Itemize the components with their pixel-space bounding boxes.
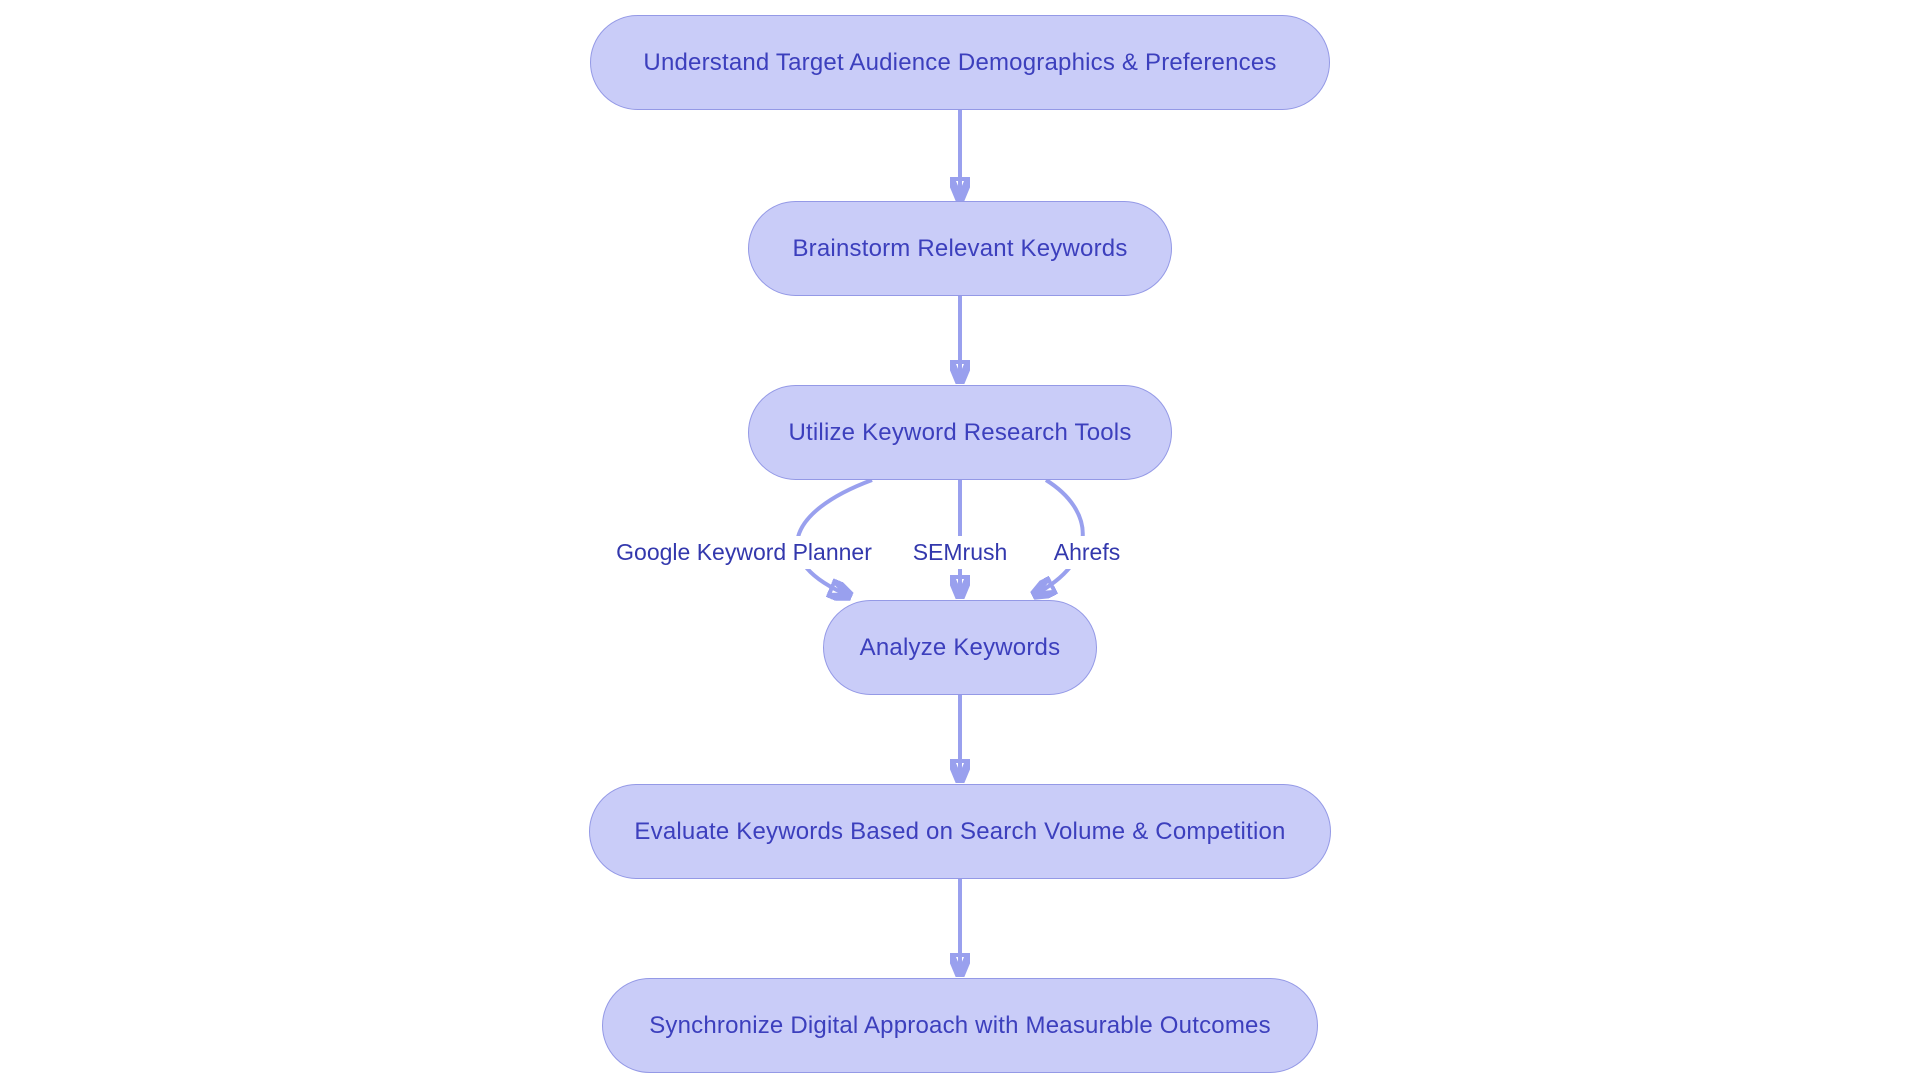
edge-label-ahrefs: Ahrefs (1045, 536, 1129, 569)
edge-label-google-keyword-planner: Google Keyword Planner (608, 536, 880, 569)
arrow-utilize-to-analyze-right (1034, 478, 1085, 595)
edge-label-semrush: SEMrush (904, 536, 1016, 569)
flow-node-label: Brainstorm Relevant Keywords (792, 234, 1128, 262)
flow-node-brainstorm-keywords: Brainstorm Relevant Keywords (748, 201, 1172, 296)
flow-node-understand-audience: Understand Target Audience Demographics … (590, 15, 1330, 110)
flow-node-synchronize-approach: Synchronize Digital Approach with Measur… (602, 978, 1318, 1073)
flow-node-utilize-tools: Utilize Keyword Research Tools (748, 385, 1172, 480)
flow-node-label: Utilize Keyword Research Tools (788, 418, 1132, 446)
flow-node-label: Evaluate Keywords Based on Search Volume… (634, 817, 1286, 845)
flow-node-analyze-keywords: Analyze Keywords (823, 600, 1097, 695)
flow-node-evaluate-keywords: Evaluate Keywords Based on Search Volume… (589, 784, 1331, 879)
flow-node-label: Synchronize Digital Approach with Measur… (649, 1011, 1271, 1039)
flow-node-label: Analyze Keywords (859, 633, 1061, 661)
flow-node-label: Understand Target Audience Demographics … (643, 48, 1277, 76)
